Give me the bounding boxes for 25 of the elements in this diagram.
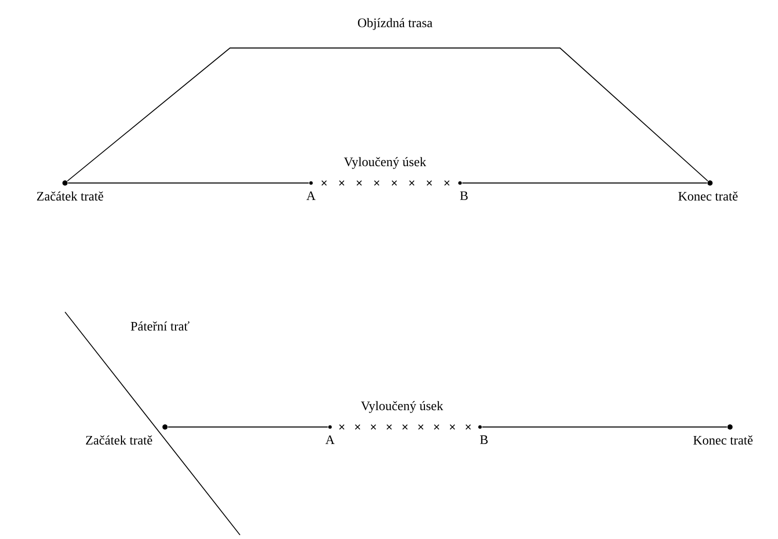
track-line xyxy=(68,182,310,184)
track-point: A xyxy=(325,425,335,444)
edge-label: Objízdná trasa xyxy=(356,17,434,31)
node-label: B xyxy=(480,435,488,444)
node-label: Začátek tratě xyxy=(86,435,152,445)
track-point: Začátek tratě xyxy=(37,180,104,201)
node-label: Konec tratě xyxy=(693,435,753,445)
node-label: Konec tratě xyxy=(678,191,738,201)
node-label: A xyxy=(306,191,316,200)
track-point: Konec tratě xyxy=(693,424,753,445)
track-point: B xyxy=(458,181,468,200)
section-label: Páteřní trať xyxy=(130,321,190,331)
node-label: B xyxy=(460,191,468,200)
track-line xyxy=(482,426,728,428)
node-label: Začátek tratě xyxy=(37,191,104,201)
section-label: Vyloučený úsek xyxy=(360,401,444,413)
track-line xyxy=(168,426,328,428)
track-point: Začátek tratě xyxy=(86,424,168,445)
track-line xyxy=(462,182,708,184)
track-point: B xyxy=(478,425,488,444)
node-label: A xyxy=(325,435,335,444)
track-point: Konec tratě xyxy=(678,180,738,201)
section-label: Vyloučený úsek xyxy=(344,157,426,169)
track-point: A xyxy=(306,181,316,200)
track-line xyxy=(66,48,708,182)
